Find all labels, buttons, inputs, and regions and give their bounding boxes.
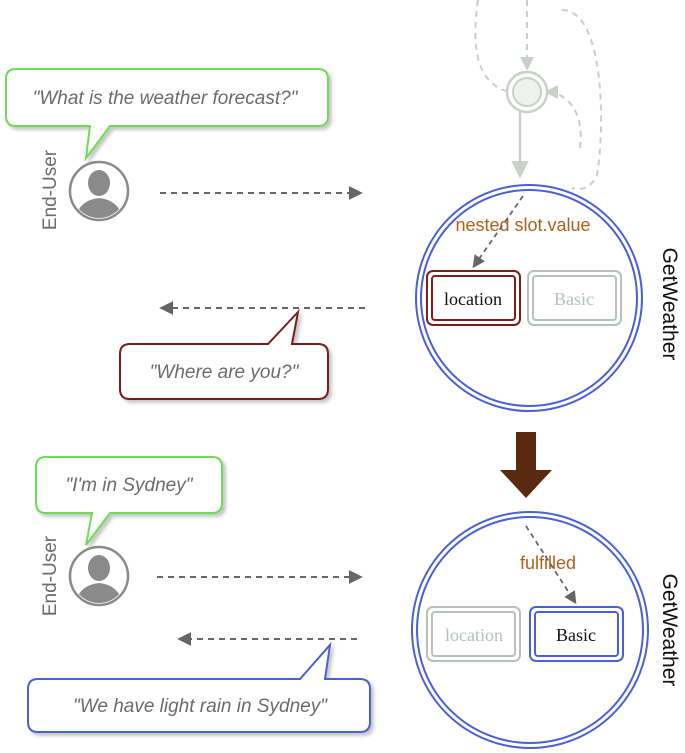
bot-utterance: "We have light rain in Sydney" bbox=[73, 696, 328, 717]
end-user-label: End-User bbox=[40, 149, 61, 230]
slot-label: location bbox=[444, 289, 502, 309]
slot-location: location bbox=[426, 606, 521, 662]
state-node-inner bbox=[512, 77, 542, 107]
slot-basic: Basic bbox=[529, 606, 624, 662]
intent-label: GetWeather bbox=[658, 248, 681, 361]
end-user-label: End-User bbox=[40, 535, 61, 616]
slot-location: location bbox=[426, 270, 521, 326]
user-speech-bubble: "I'm in Sydney" bbox=[35, 456, 223, 546]
slot-annotation: nested slot.value bbox=[455, 215, 590, 235]
loop-edge-right bbox=[561, 9, 603, 190]
loop-edge-left bbox=[474, 0, 511, 93]
user-avatar bbox=[68, 160, 130, 222]
slot-label: Basic bbox=[556, 625, 596, 645]
slot-label: Basic bbox=[554, 289, 594, 309]
user-utterance: "I'm in Sydney" bbox=[66, 475, 194, 496]
bot-speech-bubble: "Where are you?" bbox=[119, 308, 329, 400]
annotation-arrow bbox=[525, 525, 577, 605]
intent-label: GetWeather bbox=[658, 574, 681, 687]
transition-arrow bbox=[500, 432, 552, 498]
bot-utterance: "Where are you?" bbox=[150, 362, 300, 383]
slot-label: location bbox=[445, 625, 503, 645]
user-avatar bbox=[68, 545, 130, 607]
bot-speech-bubble: "We have light rain in Sydney" bbox=[27, 641, 371, 733]
user-speech-bubble: "What is the weather forecast?" bbox=[5, 68, 329, 162]
user-utterance: "What is the weather forecast?" bbox=[33, 88, 299, 109]
slot-basic: Basic bbox=[527, 270, 622, 326]
slot-annotation: fulfilled bbox=[520, 553, 576, 573]
state-graph bbox=[474, 0, 603, 190]
self-loop-edge bbox=[544, 85, 582, 149]
